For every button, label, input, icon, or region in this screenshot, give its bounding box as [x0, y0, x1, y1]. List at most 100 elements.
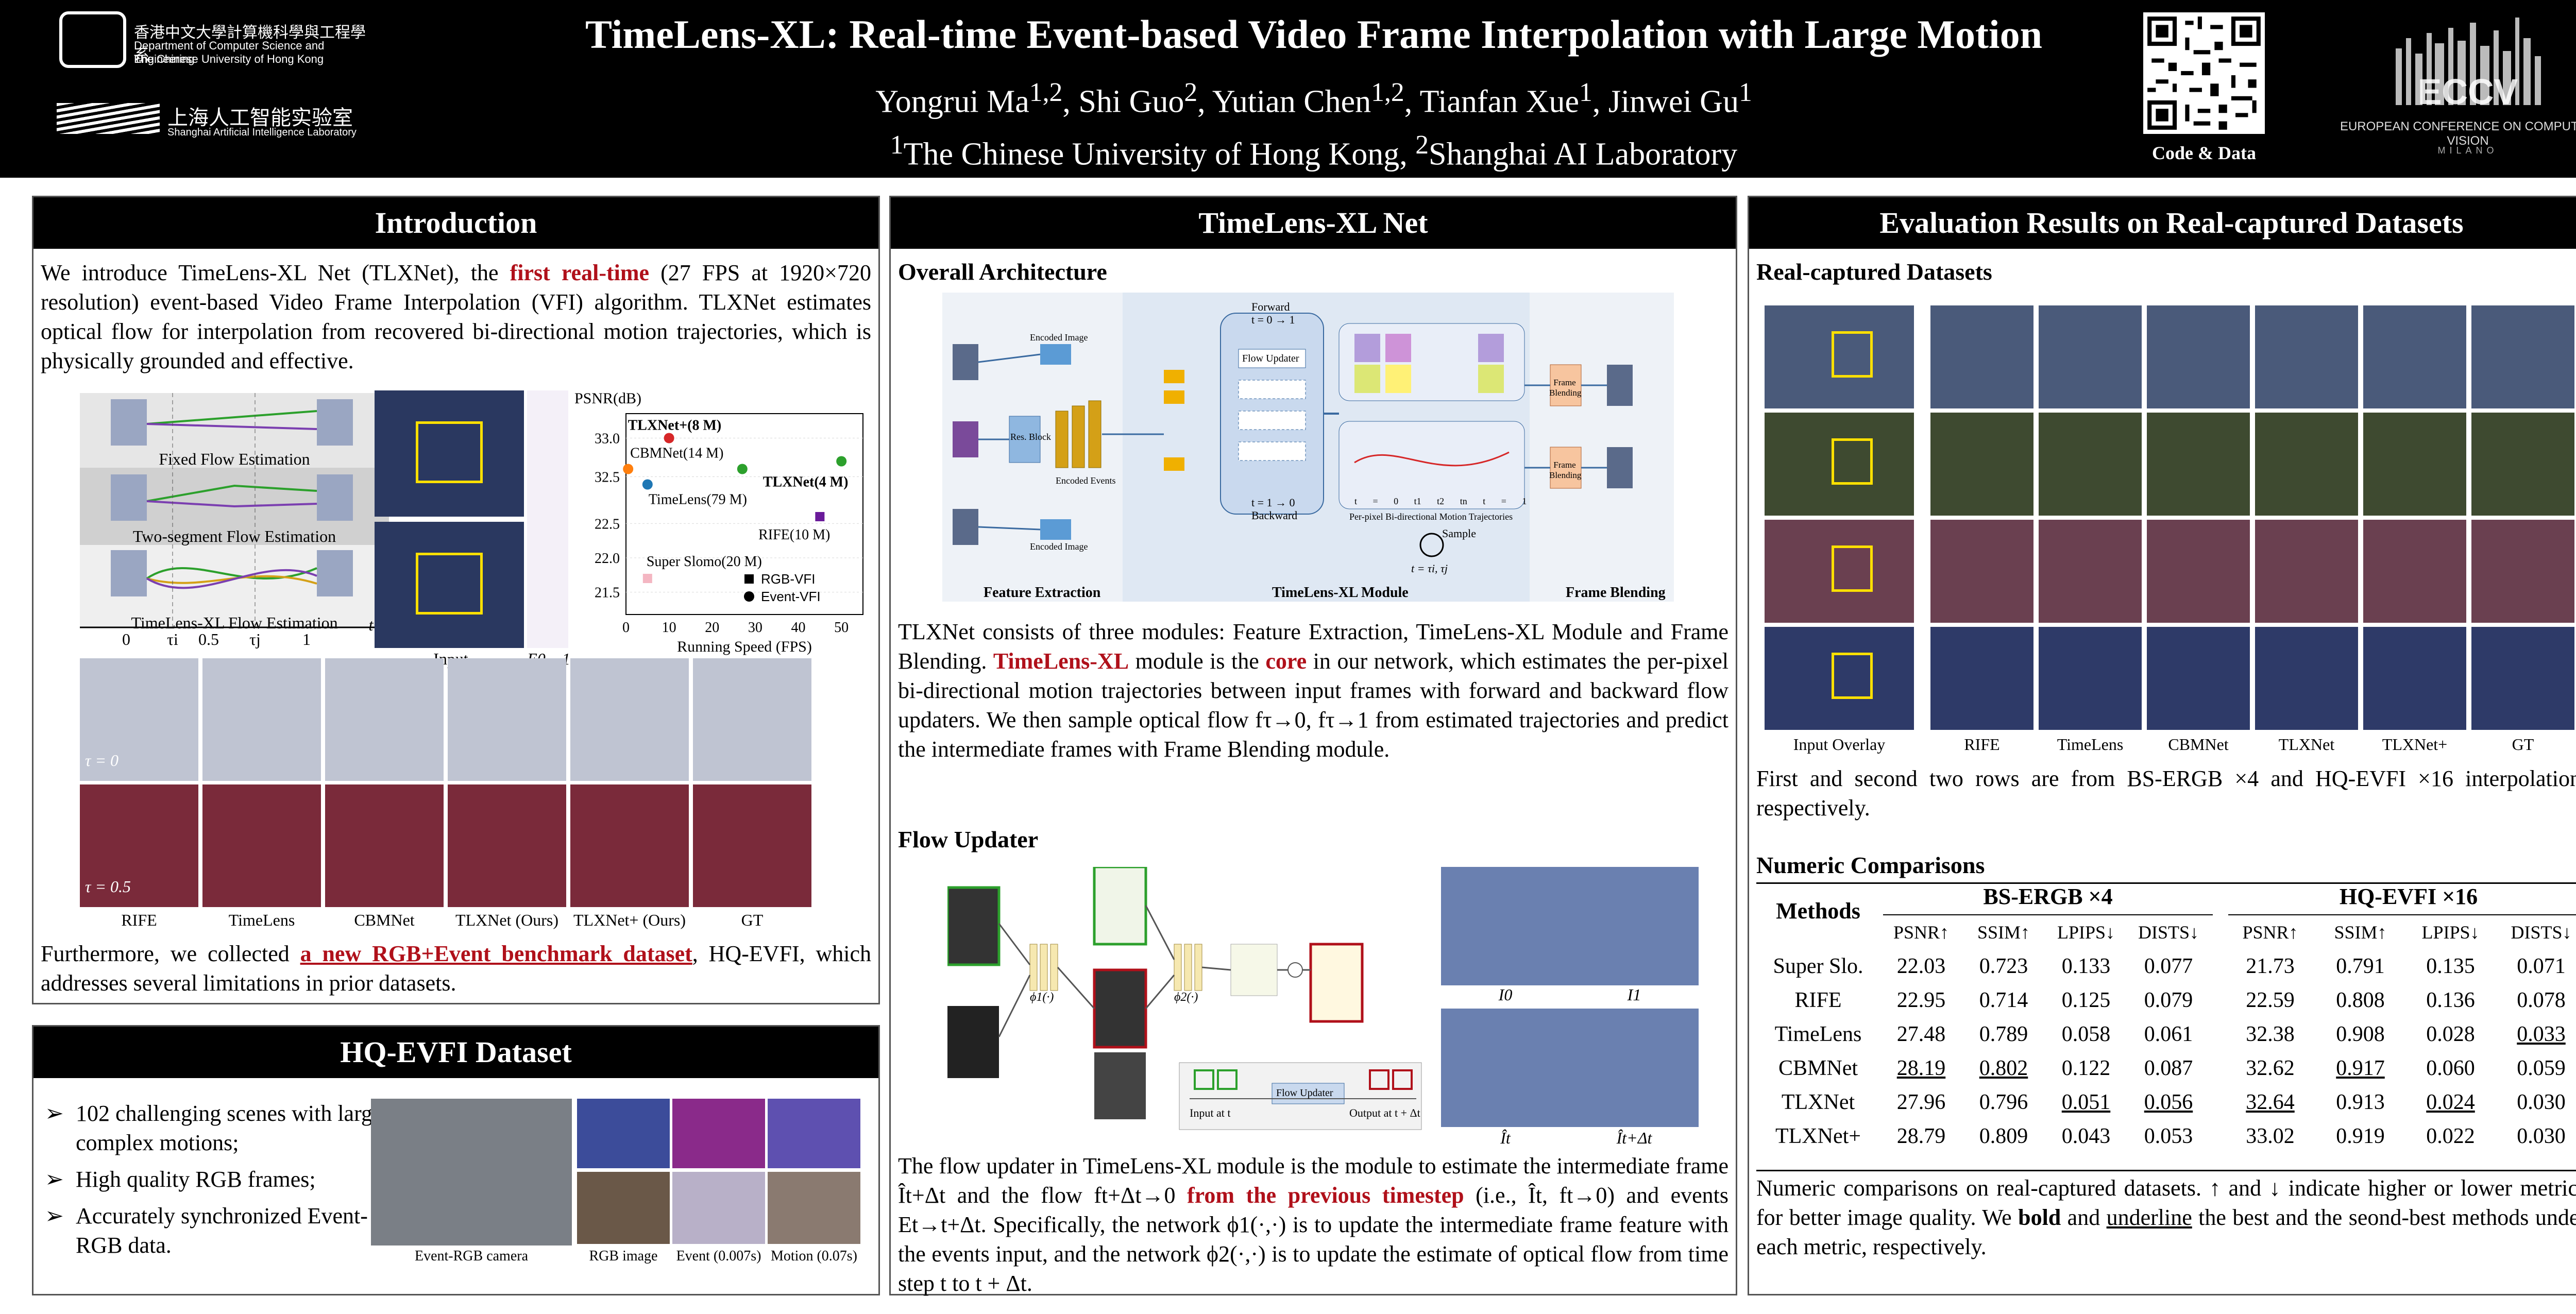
table-spacer-cell [2210, 983, 2225, 1017]
flow-estimation-diagram [80, 393, 389, 631]
scatter-point-label: TLXNet+(8 M) [628, 418, 722, 434]
table-value-cell: 32.64 [2246, 1090, 2295, 1114]
cuhk-logo-univ: The Chinese University of Hong Kong [134, 53, 324, 65]
flow-frame-icon [111, 550, 147, 596]
table-metric-header: SSIM↑ [2334, 922, 2387, 943]
table-value-cell: 28.79 [1896, 1124, 1946, 1148]
flow-frame-icon [317, 399, 353, 446]
arrow-bullet-icon: ➢ [45, 1167, 64, 1192]
arch-para-highlight-core: core [1265, 649, 1307, 674]
scatter-point [642, 479, 653, 490]
table-value-cell: 0.059 [2517, 1056, 2566, 1080]
table-value-cell: 0.723 [1979, 954, 2028, 978]
eval-comparison-image [2147, 627, 2250, 730]
table-value-cell: 0.053 [2144, 1124, 2193, 1148]
fu-phi2-label: ϕ2(·) [1174, 991, 1198, 1004]
eval-method-label: TLXNet [2278, 735, 2335, 754]
table-method-cell: TimeLens [1774, 1022, 1862, 1046]
overall-architecture-title: Overall Architecture [898, 259, 1107, 285]
table-method-cell: RIFE [1794, 988, 1842, 1012]
eval-comparison-image [1930, 520, 2033, 623]
table-spacer-cell [2210, 1085, 2225, 1119]
eval-comparison-image [2255, 305, 2358, 408]
legend-event-vfi-label: Event-VFI [761, 589, 821, 604]
intro-para2-a: Furthermore, we collected [41, 941, 300, 966]
table-metric-header: SSIM↑ [1977, 922, 2030, 943]
table-method-cell: TLXNet [1781, 1090, 1855, 1114]
intro-comparison-image [80, 658, 198, 781]
scatter-x-tick-label: 10 [662, 620, 676, 636]
flow-updater-title: Flow Updater [898, 826, 1039, 852]
flow-tdt-icon [1309, 943, 1364, 1023]
scatter-point [836, 456, 847, 467]
intro-para1-highlight: first real-time [510, 260, 650, 285]
table-value-cell: 0.714 [1979, 988, 2028, 1012]
table-value-cell: 0.078 [2517, 988, 2566, 1012]
eval-comparison-image [1930, 305, 2033, 408]
architecture-paragraph: TLXNet consists of three modules: Featur… [898, 619, 1728, 762]
eval-comparison-image [2363, 520, 2466, 623]
table-value-cell: 0.061 [2144, 1022, 2193, 1046]
scatter-point-label: RIFE(10 M) [758, 527, 830, 543]
poster-affiliations: 1The Chinese University of Hong Kong, 2S… [890, 130, 1738, 172]
eval-comparison-image [2363, 627, 2466, 730]
frame-i0-icon [1094, 1052, 1146, 1119]
table-value-cell: 32.38 [2246, 1022, 2295, 1046]
intro-comparison-image [570, 784, 689, 907]
arch-backward-label: Backward [1251, 509, 1298, 522]
intro-comparison-image [448, 784, 566, 907]
hq-evfi-panel: HQ-EVFI Dataset ➢102 challenging scenes … [32, 1025, 880, 1295]
table-value-cell: 33.02 [2246, 1124, 2295, 1148]
tau-label: τ = 0.5 [85, 877, 131, 896]
scatter-y-tick-label: 33.0 [595, 431, 620, 447]
arrow-bullet-icon: ➢ [45, 1203, 64, 1228]
scatter-x-tick-label: 50 [834, 620, 849, 636]
table-value-cell: 0.917 [2336, 1056, 2385, 1080]
arch-module-label: TimeLens-XL Module [1272, 585, 1409, 601]
table-value-cell: 0.028 [2426, 1022, 2475, 1046]
cuhk-logo: 香港中文大學計算機科學與工程學系 Department of Computer … [59, 11, 368, 68]
timelens-xl-net-panel: TimeLens-XL Net Overall Architecture [889, 196, 1737, 1296]
hq-rgb-image [577, 1099, 670, 1168]
table-value-cell: 0.791 [2336, 954, 2385, 978]
two-segment-flow-label: Two-segment Flow Estimation [132, 527, 336, 545]
introduction-panel: Introduction We introduce TimeLens-XL Ne… [32, 196, 880, 1004]
intro-comparison-image [570, 658, 689, 781]
flow-updater-diagram [947, 867, 1422, 1130]
table-value-cell: 0.043 [2061, 1124, 2111, 1148]
eval-method-label: CBMNet [2168, 735, 2229, 754]
arch-sample-t-label: t = τi, τj [1411, 562, 1448, 575]
zoom-box-icon [1832, 653, 1873, 699]
flow-axis-tick-half: 0.5 [198, 630, 219, 649]
table-value-cell: 22.95 [1896, 988, 1946, 1012]
cuhk-emblem-icon [59, 11, 126, 68]
legend-event-vfi-marker [744, 591, 754, 602]
intro-comparison-image [325, 658, 444, 781]
fu-photo-i1 [1570, 867, 1699, 985]
table-metric-header: PSNR↑ [2242, 922, 2298, 943]
intro-comparison-image [693, 658, 811, 781]
table-value-cell: 27.48 [1896, 1022, 1946, 1046]
scatter-point-label: TLXNet(4 M) [763, 474, 849, 490]
encoded-image-0-icon [1040, 344, 1071, 365]
cuhk-logo-dept: Department of Computer Science and Engin… [134, 39, 325, 65]
fu-i0-label: I0 [1498, 985, 1513, 1004]
fu-output-at-label: Output at t + Δt [1349, 1106, 1420, 1119]
poster-title: TimeLens-XL: Real-time Event-based Video… [585, 12, 2042, 57]
shai-logo-en: Shanghai Artificial Intelligence Laborat… [167, 127, 357, 138]
phi1-network-icon [1029, 944, 1058, 991]
hq-motion-image [768, 1099, 860, 1168]
eval-comparison-image [2471, 520, 2574, 623]
qr-code-icon[interactable] [2143, 12, 2265, 134]
introduction-paragraph-1: We introduce TimeLens-XL Net (TLXNet), t… [41, 258, 871, 376]
hq-motion-image [768, 1172, 860, 1244]
table-value-cell: 0.079 [2144, 988, 2193, 1012]
eccv-milano-skyline-icon: ECCV [2396, 18, 2541, 110]
table-value-cell: 0.087 [2144, 1056, 2193, 1080]
arch-flow-updater-label: Flow Updater [1242, 353, 1299, 364]
frame-itdt-icon [1093, 968, 1147, 1049]
arch-per-pixel-label: Per-pixel Bi-directional Motion Trajecto… [1349, 511, 1513, 522]
arch-forward-t-label: t = 0 → 1 [1251, 313, 1295, 326]
